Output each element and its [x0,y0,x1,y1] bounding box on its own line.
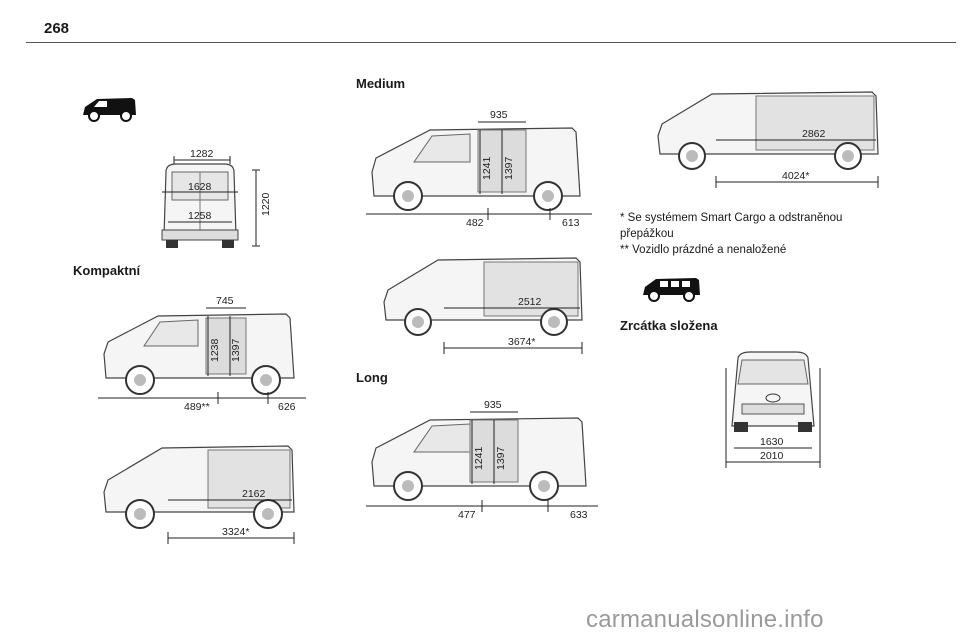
header-rule [26,42,956,43]
section-mirrors-folded: Zrcátka složena [620,318,718,333]
dim-k-cargo-total: 3324* [222,526,249,538]
dim-rear-bottom: 1258 [188,210,212,222]
side-view-long: 935 1241 1397 477 633 [366,398,602,521]
dim-m-left: 482 [466,217,484,229]
dim-rear-height: 1220 [260,192,272,216]
rear-view-compact: 1282 1628 1258 1220 [152,146,277,254]
footnote-smart-cargo: * Se systémem Smart Cargo a odstraněnou … [620,212,843,240]
dim-front-inner: 1630 [760,436,784,448]
dim-l-h2: 1397 [495,446,507,470]
dim-l-left: 477 [458,509,476,521]
dim-k-cargo-length: 2162 [242,488,266,500]
section-kompaktni: Kompaktní [73,263,141,278]
dim-l-cargo-total: 4024* [782,170,809,182]
dim-m-cargo-total: 3674* [508,336,535,348]
footnote-empty-vehicle: ** Vozidlo prázdné a nenaložené [620,244,787,256]
dim-rear-top: 1282 [190,148,214,160]
side-view-compact: 745 1238 1397 489** 626 [98,294,308,414]
compact-van-icon [80,96,138,124]
dim-k-h2: 1397 [230,338,242,362]
front-view: 1630 2010 [720,348,826,474]
dim-l-width: 935 [484,399,502,411]
dim-m-h1: 1241 [481,156,493,180]
dim-k-left: 489** [184,401,210,413]
cargo-view-long: 2862 4024* [652,84,884,192]
watermark: carmanualsonline.info [586,606,824,633]
dim-k-width: 745 [216,295,234,307]
cargo-view-medium: 2512 3674* [378,250,588,356]
cargo-view-compact: 2162 3324* [98,436,308,548]
section-medium: Medium [356,76,406,91]
dim-k-right: 626 [278,401,296,413]
footnotes: * Se systémem Smart Cargo a odstraněnou … [620,210,890,258]
dim-k-h1: 1238 [209,338,221,362]
page-number: 268 [44,20,70,37]
dim-m-cargo-length: 2512 [518,296,542,308]
dim-l-h1: 1241 [473,446,485,470]
dim-m-right: 613 [562,217,580,229]
dim-l-right: 633 [570,509,588,521]
side-view-medium: 935 1241 1397 482 613 [366,108,596,230]
section-long: Long [356,370,388,385]
dim-l-cargo-length: 2862 [802,128,826,140]
dim-m-width: 935 [490,109,508,121]
dim-rear-mid: 1628 [188,181,212,193]
minibus-icon [640,276,702,304]
dim-front-outer: 2010 [760,450,784,462]
dim-m-h2: 1397 [503,156,515,180]
